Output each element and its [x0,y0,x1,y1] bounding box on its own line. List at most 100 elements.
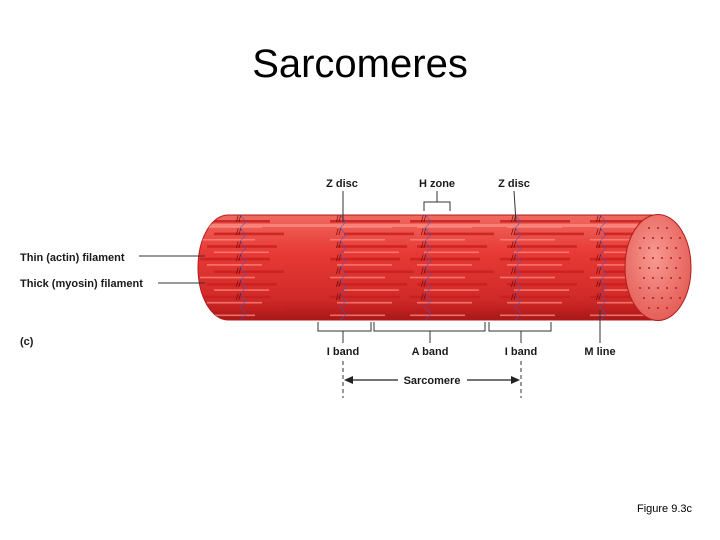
label-panel-letter: (c) [20,336,34,348]
hatch-mark: // [596,253,602,263]
filament-strip [514,233,584,236]
myofilament-end-dot [648,227,650,229]
filament-strip [344,289,399,291]
filament-strip [330,315,385,317]
hatch-mark: // [336,214,342,224]
myofilament-end-dot [657,287,659,289]
myofilament-end-dot [648,267,650,269]
hatch-mark: // [336,292,342,302]
filament-strip [200,277,255,279]
myofilament-end-dot [679,277,681,279]
hatch-mark: // [596,292,602,302]
label-i-band-right: I band [505,346,537,358]
hatch-mark: // [596,240,602,250]
hatch-mark: // [336,266,342,276]
filament-strip [410,239,465,241]
myofilament-end-dot [666,267,668,269]
hatch-mark: // [511,240,517,250]
label-m-line: M line [584,346,615,358]
hatch-mark: // [511,227,517,237]
filament-strip [424,308,494,311]
myofilament-end-dot [657,267,659,269]
myofilament-end-dot [679,237,681,239]
myofilament-end-dot [666,307,668,309]
myofilament-end-dot [643,257,645,259]
hatch-mark: // [596,227,602,237]
filament-strip [344,308,414,311]
label-thick-filament: Thick (myosin) filament [20,278,143,290]
hatch-mark: // [596,279,602,289]
filament-strip [344,252,399,254]
myofilament-end-dot [652,257,654,259]
filament-strip [417,302,472,304]
myofilament-end-dot [643,297,645,299]
filament-strip [207,245,277,248]
filament-strip [200,315,255,317]
hatch-mark: // [511,266,517,276]
hatch-mark: // [511,279,517,289]
label-sarcomere: Sarcomere [404,375,461,387]
myofilament-end-dot [643,277,645,279]
filament-strip [590,315,645,317]
hatch-mark: // [236,240,242,250]
myofilament-end-dot [670,257,672,259]
myofilament-end-dot [675,287,677,289]
myofilament-end-dot [661,237,663,239]
myofilament-end-dot [639,267,641,269]
hatch-mark: // [596,266,602,276]
hatch-mark: // [421,253,427,263]
filament-strip [214,308,284,311]
figure-caption: Figure 9.3c [637,503,692,515]
hatch-mark: // [336,227,342,237]
myofilament-end-dot [679,297,681,299]
hatch-mark: // [421,240,427,250]
myofilament-end-dot [670,297,672,299]
filament-strip [417,245,487,248]
label-z-disc-left: Z disc [326,178,358,190]
label-z-disc-right: Z disc [498,178,530,190]
myofilament-end-dot [675,247,677,249]
myofilament-end-dot [666,247,668,249]
filament-strip [200,220,270,223]
myofilament-end-dot [652,277,654,279]
myofilament-end-dot [670,237,672,239]
hatch-mark: // [336,240,342,250]
hatch-mark: // [421,214,427,224]
hatch-mark: // [236,227,242,237]
myofilament-end-dot [643,237,645,239]
filament-strip [514,270,584,273]
label-thin-filament: Thin (actin) filament [20,252,125,264]
filament-strip [410,277,465,279]
filament-strip [500,277,555,279]
hatch-mark: // [236,214,242,224]
filament-strip [507,302,562,304]
filament-strip [214,270,284,273]
filament-strip [424,233,494,236]
filament-strip [514,308,584,311]
hatch-mark: // [236,253,242,263]
myofilament-end-dot [648,307,650,309]
filament-strip [410,315,465,317]
filament-strip [344,233,414,236]
filament-strip [214,289,269,291]
myofilament-end-dot [652,297,654,299]
filament-strip [424,289,479,291]
filament-strip [200,258,270,261]
myofilament-end-dot [648,287,650,289]
filament-strip [337,264,392,266]
hatch-mark: // [511,253,517,263]
hatch-mark: // [421,227,427,237]
myofilament-end-dot [639,247,641,249]
filament-strip [337,283,407,286]
filament-strip [207,264,262,266]
label-i-band-left: I band [327,346,359,358]
label-a-band: A band [412,346,449,358]
filament-strip [500,239,555,241]
myofilament-end-dot [657,307,659,309]
myofilament-end-dot [675,267,677,269]
myofilament-end-dot [670,277,672,279]
hatch-mark: // [596,214,602,224]
myofilament-end-dot [666,227,668,229]
filament-strip [514,289,569,291]
